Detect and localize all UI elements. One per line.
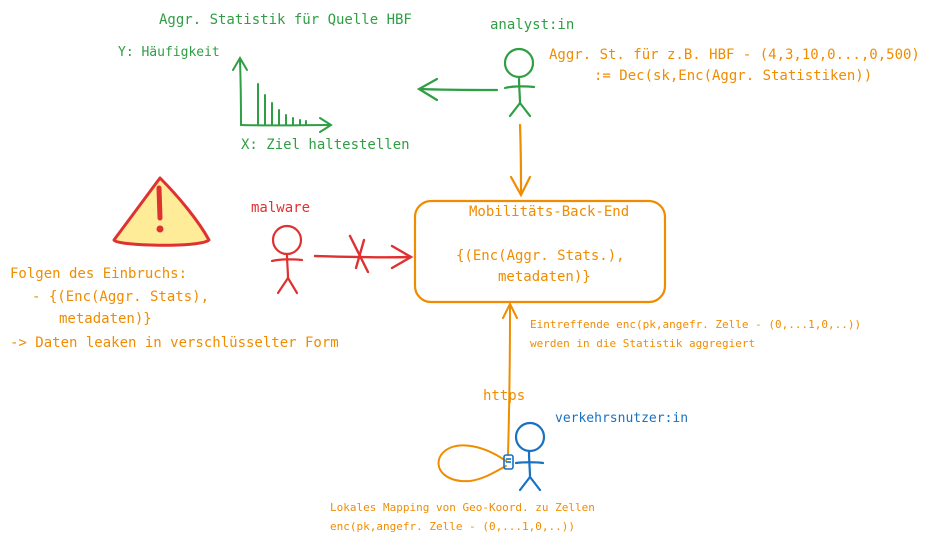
histogram-x-arrowhead bbox=[319, 117, 333, 133]
breach-line2: - {(Enc(Aggr. Stats), bbox=[32, 289, 210, 305]
user-figure-icon bbox=[514, 421, 546, 492]
backend-box bbox=[413, 199, 667, 304]
histogram-sketch bbox=[232, 56, 333, 133]
incoming-line1: Eintreffende enc(pk,angefr. Zelle - (0,.… bbox=[530, 318, 862, 331]
phone-icon bbox=[503, 454, 514, 470]
analyst-to-stats-arrow bbox=[416, 77, 499, 102]
stats-x-label: X: Ziel haltestellen bbox=[241, 137, 410, 153]
malware-figure-icon bbox=[270, 224, 304, 295]
malware-label: malware bbox=[251, 200, 311, 216]
analyst-note-line1: Aggr. St. für z.B. HBF - (4,3,10,0...,0,… bbox=[549, 47, 920, 63]
stats-title: Aggr. Statistik für Quelle HBF bbox=[159, 12, 412, 28]
user-to-backend-arrow bbox=[502, 301, 518, 456]
stats-y-label: Y: Häufigkeit bbox=[118, 45, 220, 60]
analyst-note-line2: := Dec(sk,Enc(Aggr. Statistiken)) bbox=[594, 68, 873, 84]
backend-content-line2: metadaten)} bbox=[498, 269, 591, 285]
analyst-figure-icon bbox=[503, 47, 536, 118]
incoming-line2: werden in die Statistik aggregiert bbox=[530, 337, 756, 350]
histogram-y-arrowhead bbox=[232, 56, 248, 71]
breach-line3: metadaten)} bbox=[59, 311, 152, 327]
analyst-to-backend-arrow bbox=[509, 123, 532, 198]
backend-content-line1: {(Enc(Aggr. Stats.), bbox=[456, 248, 625, 264]
warning-icon bbox=[112, 176, 211, 247]
local-mapping-line1: Lokales Mapping von Geo-Koord. zu Zellen bbox=[330, 501, 595, 514]
analyst-label: analyst:in bbox=[490, 17, 575, 33]
backend-title: Mobilitäts-Back-End bbox=[469, 204, 630, 220]
local-mapping-line2: enc(pk,angefr. Zelle - (0,...1,0,..)) bbox=[330, 520, 576, 533]
histogram-y-axis bbox=[239, 59, 242, 126]
breach-line1: Folgen des Einbruchs: bbox=[10, 266, 188, 282]
protocol-label: https bbox=[483, 388, 526, 404]
breach-line4: -> Daten leaken in verschlüsselter Form bbox=[10, 335, 339, 351]
user-label: verkehrsnutzer:in bbox=[555, 411, 689, 426]
blocked-malware-arrow bbox=[313, 234, 414, 274]
location-cone bbox=[437, 444, 507, 483]
